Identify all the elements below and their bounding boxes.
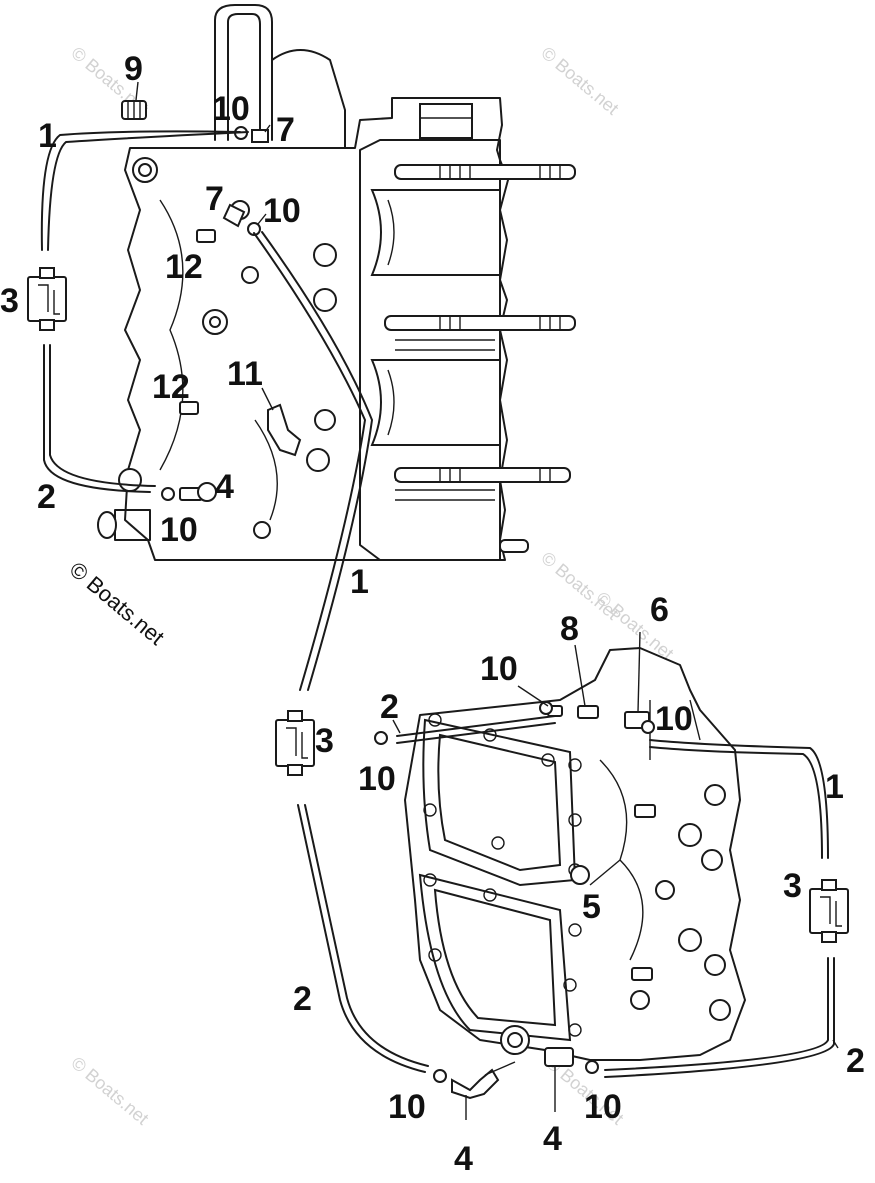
- callout-label: 2: [37, 478, 56, 516]
- check-valve-left: [27, 267, 67, 331]
- callout-label: 10: [160, 511, 198, 549]
- callout-label: 2: [293, 980, 312, 1018]
- fittings-bottom: [374, 701, 656, 1100]
- callout-label: 8: [560, 610, 579, 648]
- callout-label: 10: [263, 192, 301, 230]
- callout-label: 9: [124, 50, 143, 88]
- watermark: © Boats.net: [537, 43, 622, 119]
- leader-lines: [135, 81, 839, 1120]
- check-valve-right: [809, 879, 849, 943]
- gasket-holes: [423, 713, 582, 1037]
- callout-label: 6: [650, 591, 669, 629]
- watermark-layer: © Boats.net © Boats.net © Boats.net © Bo…: [67, 43, 677, 1129]
- callout-label: 10: [358, 760, 396, 798]
- check-valve-middle: [275, 710, 315, 776]
- hoses-top: [40, 130, 373, 691]
- callout-label: 10: [212, 90, 250, 128]
- crankcase-bosses: [500, 784, 731, 1055]
- stud-bolts: [384, 164, 576, 553]
- callout-label: 12: [152, 368, 190, 406]
- callout-label: 7: [205, 180, 224, 218]
- crankcase-front-view: [404, 647, 746, 1061]
- callout-label: 7: [276, 111, 295, 149]
- callout-label: 11: [227, 355, 263, 393]
- callout-label: 10: [480, 650, 518, 688]
- callout-label: 2: [846, 1042, 865, 1080]
- callout-labels: 9 10 7 1 7 10 12 3 12 11 4 2 10 1 6 8 10…: [0, 50, 865, 1178]
- callout-label: 4: [454, 1140, 473, 1178]
- callout-label: 3: [0, 282, 19, 320]
- callout-label: 12: [165, 248, 203, 286]
- callout-label: 10: [388, 1088, 426, 1126]
- callout-label: 5: [582, 888, 601, 926]
- callout-label: 4: [543, 1120, 562, 1158]
- callout-label: 4: [215, 468, 234, 506]
- callout-label: 10: [584, 1088, 622, 1126]
- callout-label: 1: [825, 768, 844, 806]
- callout-label: 1: [350, 563, 369, 601]
- callout-label: 10: [655, 700, 693, 738]
- callout-label: 3: [315, 722, 334, 760]
- hoses-bottom: [297, 715, 835, 1078]
- callout-label: 1: [38, 117, 57, 155]
- callout-label: 3: [783, 867, 802, 905]
- copyright-text: © Boats.net: [65, 557, 169, 650]
- watermark: © Boats.net: [67, 1053, 152, 1129]
- callout-label: 2: [380, 688, 399, 726]
